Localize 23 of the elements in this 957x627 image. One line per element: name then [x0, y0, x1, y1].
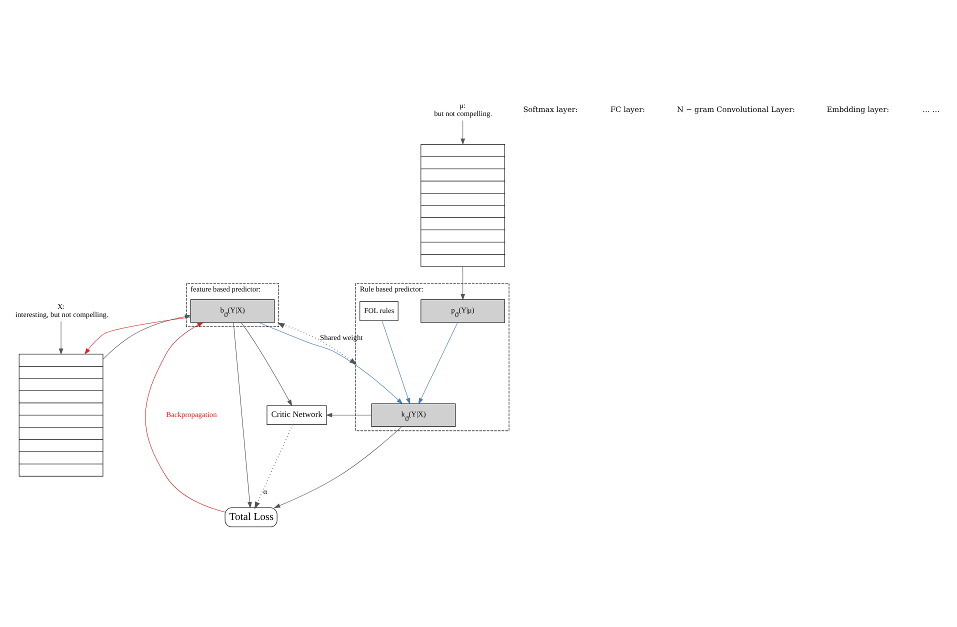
arrow	[254, 424, 294, 510]
arrow	[233, 322, 252, 508]
arrow	[382, 320, 410, 404]
edge-label: Shared weight	[320, 333, 363, 342]
arrow	[102, 314, 192, 360]
arrow	[277, 322, 357, 365]
arrow	[460, 120, 466, 146]
node-text: X: interesting, but not compelling.	[15, 302, 108, 320]
edge-label: α	[263, 487, 268, 496]
arrow	[84, 316, 191, 355]
arrow	[326, 412, 372, 418]
arrow	[58, 321, 64, 355]
node-box: Total Loss	[224, 508, 278, 528]
arrow	[274, 426, 402, 508]
arrow	[460, 266, 466, 300]
node-text: μ: but not compelling.	[434, 101, 492, 118]
arrow	[145, 322, 226, 512]
arrow	[418, 322, 458, 404]
node-box: Critic Network	[266, 405, 327, 425]
arrow	[258, 322, 403, 404]
edge-label: Backpropagation	[166, 410, 217, 420]
node-box: FOL rules	[360, 301, 398, 321]
arrow	[240, 322, 292, 406]
